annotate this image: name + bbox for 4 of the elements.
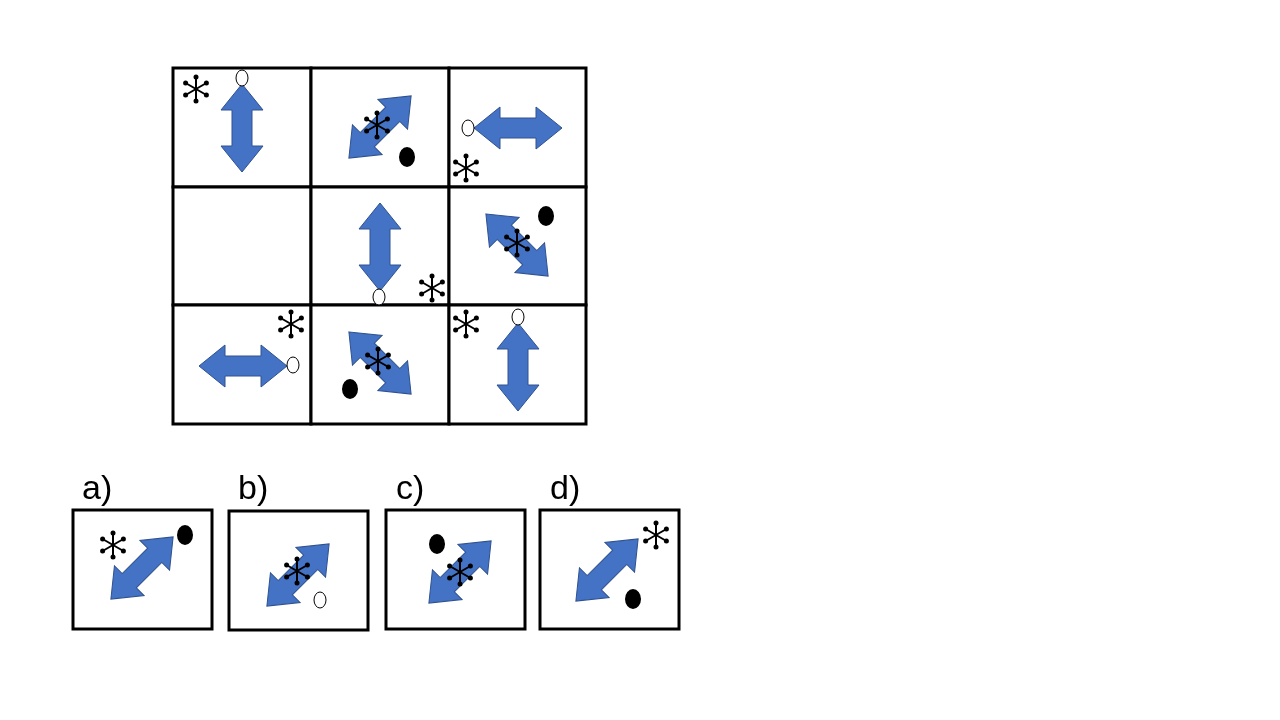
option-label: c) bbox=[396, 470, 425, 504]
option-label: b) bbox=[238, 470, 269, 504]
option-label: d) bbox=[550, 470, 581, 504]
option-label: a) bbox=[82, 470, 113, 504]
